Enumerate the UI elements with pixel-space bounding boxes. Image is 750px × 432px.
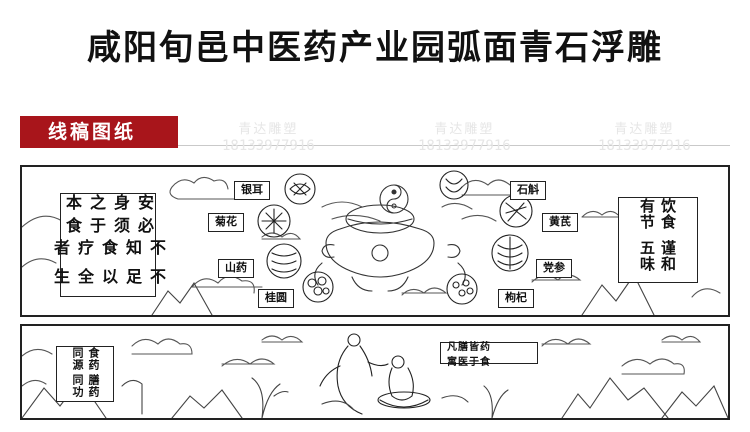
watermark-phone: 18133977916 <box>418 138 511 154</box>
section-tag: 线稿图纸 <box>20 116 178 148</box>
cloud-decoration <box>22 335 702 387</box>
watermark-name: 青达雕塑 <box>238 122 299 137</box>
poem-box-bottom-left: 食药同源 膳药同功 <box>56 346 114 402</box>
poem-column: 谨和五味 <box>638 240 677 272</box>
poem-box-bottom-middle: 凡膳皆药 寓医于食 <box>440 342 538 368</box>
watermark: 青达雕塑 18133977916 <box>598 122 691 154</box>
watermark-name: 青达雕塑 <box>434 122 495 137</box>
relief-top-panel: 安身之本 必须于食 不知食疗者 不足以全生 饮食有节 谨和五味 银耳 菊花 山药… <box>20 165 730 317</box>
herb-label-shanyao: 山药 <box>218 259 254 278</box>
relief-bottom-panel: 食药同源 膳药同功 凡膳皆药 寓医于食 <box>20 324 730 420</box>
herb-label-huangqi: 黄芪 <box>542 213 578 232</box>
poem-column: 安身之本 <box>63 194 154 211</box>
relief-top-drawing <box>22 170 721 315</box>
herb-roundel <box>257 170 533 305</box>
poem-column: 不知食疗者 <box>51 239 166 257</box>
watermark-phone: 18133977916 <box>598 138 691 154</box>
page-title: 咸阳旬邑中医药产业园弧面青石浮雕 <box>87 28 663 68</box>
watermark: 青达雕塑 18133977916 <box>418 122 511 154</box>
watermark-phone: 18133977916 <box>222 138 315 154</box>
poem-box-left: 安身之本 必须于食 不知食疗者 不足以全生 <box>51 193 166 297</box>
herb-label-shihu: 石斛 <box>510 181 546 200</box>
herb-label-dangshen: 党参 <box>536 259 572 278</box>
cloud-decoration <box>22 176 721 298</box>
poem-line: 寓医于食 <box>447 357 491 368</box>
poem-column: 膳药同功 <box>71 374 100 398</box>
watermark-name: 青达雕塑 <box>614 122 675 137</box>
relief-bottom-drawing <box>22 333 728 418</box>
figure-illustration <box>319 333 431 415</box>
poem-column: 必须于食 <box>63 216 154 234</box>
pot-illustration <box>314 184 466 292</box>
poem-box-right: 饮食有节 谨和五味 <box>618 197 698 283</box>
herb-label-juhua: 菊花 <box>208 213 244 232</box>
divider <box>178 145 730 146</box>
poem-column: 食药同源 <box>71 347 100 371</box>
herb-label-yiner: 银耳 <box>234 181 270 200</box>
poem-line: 凡膳皆药 <box>447 342 491 353</box>
mountain-decoration <box>22 377 728 418</box>
poem-column: 饮食有节 <box>638 198 677 230</box>
herb-label-gouqi: 枸杞 <box>498 289 534 308</box>
herb-label-guiyuan: 桂圆 <box>258 289 294 308</box>
watermark: 青达雕塑 18133977916 <box>222 122 315 154</box>
poem-column: 不足以全生 <box>51 267 166 285</box>
plant-decoration <box>121 377 509 418</box>
mountain-decoration <box>151 273 655 315</box>
